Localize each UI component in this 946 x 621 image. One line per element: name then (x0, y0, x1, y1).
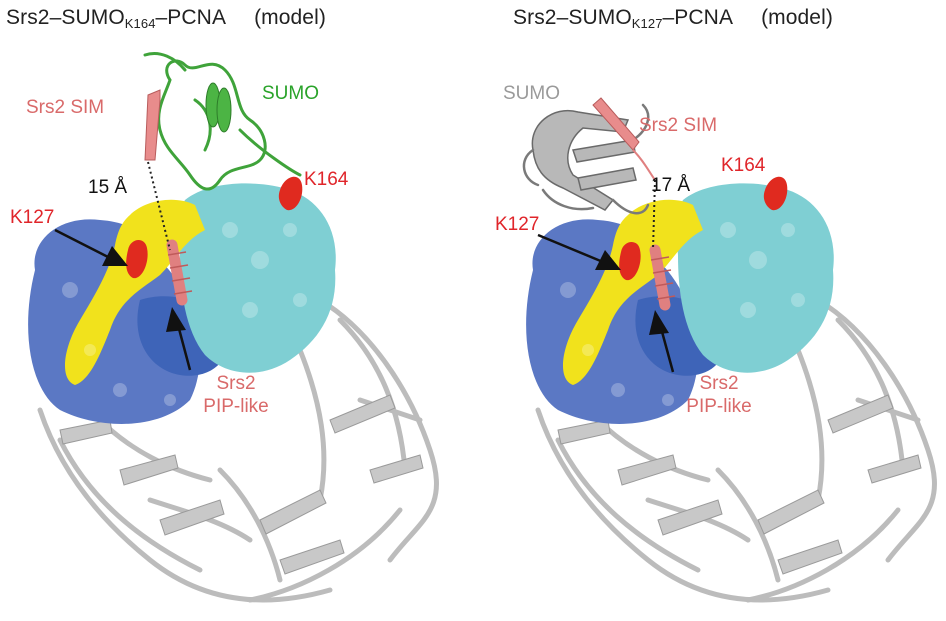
pip-label-line1: Srs2 (699, 373, 739, 394)
k127-residue (619, 241, 641, 281)
sumo-label: SUMO (503, 83, 560, 104)
pip-arrow (649, 310, 675, 373)
distance-label: 15 Å (88, 177, 128, 198)
pip-arrow (166, 307, 192, 371)
pip-like-label: Srs2 PIP-like (669, 374, 769, 416)
surface-texture (62, 222, 307, 406)
k127-residue (126, 239, 148, 279)
pip-label-line2: PIP-like (686, 396, 752, 417)
k164-residue (763, 176, 788, 211)
srs2-helix-turns (650, 256, 676, 300)
title-suffix: –PCNA (662, 6, 734, 29)
srs2-sim-label: Srs2 SIM (26, 97, 105, 118)
srs2-sim-strand (592, 97, 640, 151)
distance-dotted-line (652, 179, 656, 251)
k127-arrow (537, 233, 621, 270)
pcna-cartoon-sheets (557, 394, 922, 575)
sumo-helix (205, 82, 232, 133)
pcna-cartoon-sheets (59, 394, 424, 575)
srs2-helix-turns (167, 251, 193, 295)
title-subscript: K164 (124, 16, 156, 31)
k127-label: K127 (10, 207, 55, 228)
sumo-label: SUMO (262, 83, 319, 104)
pcna-cartoon-ring (37, 297, 439, 603)
srs2-sim-strand (144, 89, 161, 161)
k164-label: K164 (721, 155, 766, 176)
title-subscript: K127 (631, 16, 663, 31)
pip-like-label: Srs2 PIP-like (186, 374, 286, 416)
panel-title: Srs2–SUMOK127–PCNA (model) (513, 6, 833, 30)
title-model: (model) (254, 6, 326, 29)
title-model: (model) (761, 6, 833, 29)
distance-label: 17 Å (651, 175, 691, 196)
k164-residue (278, 176, 303, 211)
pip-label-line1: Srs2 (216, 373, 256, 394)
pip-label-line2: PIP-like (203, 396, 269, 417)
srs2-sim-label: Srs2 SIM (639, 115, 718, 136)
k164-label: K164 (304, 169, 349, 190)
sumo-loops (522, 103, 650, 215)
structure-illustration (522, 97, 937, 603)
panel-title: Srs2–SUMOK164–PCNA (model) (6, 6, 326, 30)
title-prefix: Srs2–SUMO (513, 6, 632, 29)
pcna-cyan-surface (178, 183, 336, 373)
srs2-linker (632, 149, 656, 181)
surface-texture (560, 222, 805, 406)
panel-sumo-k164: Srs2–SUMOK164–PCNA(model) (6, 6, 439, 603)
k127-arrow (54, 228, 128, 266)
title-suffix: –PCNA (155, 6, 227, 29)
structure-illustration (28, 52, 439, 603)
panel-sumo-k127: Srs2–SUMOK127–PCNA(model) (473, 0, 946, 621)
k127-label: K127 (495, 214, 540, 235)
pcna-cyan-surface (676, 183, 834, 373)
title-prefix: Srs2–SUMO (6, 6, 125, 29)
pcna-yellow-surface (562, 199, 703, 385)
distance-dotted-line (147, 161, 171, 251)
sumo-cartoon (531, 109, 637, 211)
